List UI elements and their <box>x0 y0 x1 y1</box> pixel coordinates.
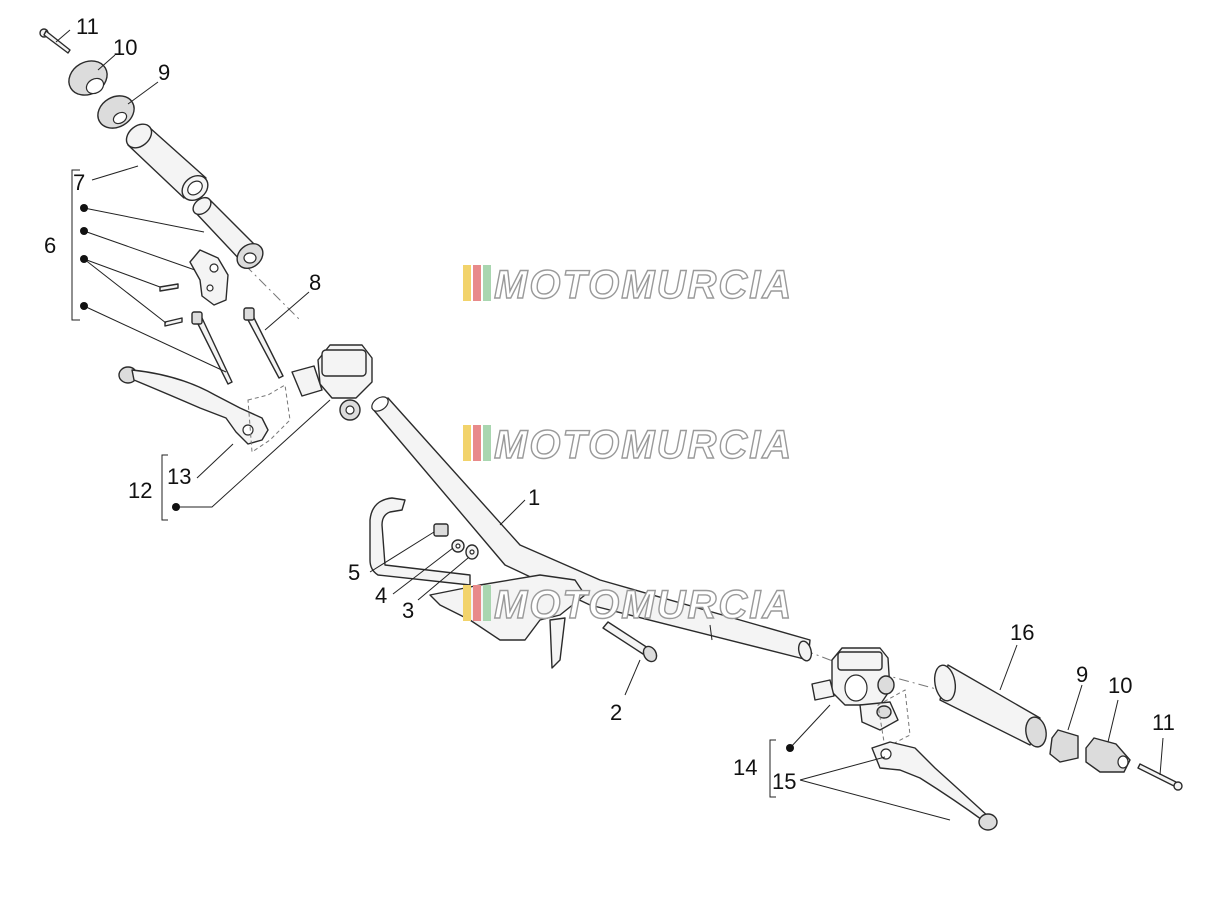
callout-10-right: 10 <box>1108 673 1132 698</box>
washer-3 <box>465 544 479 560</box>
callout-9-left: 9 <box>158 60 170 85</box>
spacer-9-right <box>1049 729 1079 763</box>
watermark-top: MOTOMURCIA <box>463 262 793 308</box>
callout-14: 14 <box>733 755 757 780</box>
throttle-tube <box>192 196 264 270</box>
svg-text:MOTOMURCIA: MOTOMURCIA <box>494 423 793 467</box>
throttle-housing <box>189 249 229 306</box>
callout-4: 4 <box>375 583 387 608</box>
screw-11-left <box>39 28 71 54</box>
grip-16-right <box>933 664 1047 748</box>
bar-end-weight-10-right <box>1085 737 1131 773</box>
brake-lever-left <box>118 366 291 453</box>
callout-6: 6 <box>44 233 56 258</box>
screw-small-a <box>159 283 179 292</box>
callout-7: 7 <box>73 170 85 195</box>
callout-3: 3 <box>402 598 414 623</box>
callout-11-left: 11 <box>76 14 99 39</box>
cable-8 <box>243 307 284 379</box>
bolt-2 <box>602 621 658 663</box>
callout-1: 1 <box>528 485 540 510</box>
bar-end-weight-10-left <box>68 60 108 96</box>
callout-13: 13 <box>167 464 191 489</box>
callout-numbers: 11 10 9 7 6 8 13 12 1 5 4 3 2 16 9 10 11… <box>44 14 1175 794</box>
callout-2: 2 <box>610 700 622 725</box>
watermark-bottom: MOTOMURCIA <box>463 582 793 628</box>
screw-11-right <box>1137 763 1183 791</box>
master-cylinder-right <box>811 647 899 731</box>
callout-10-left: 10 <box>113 35 137 60</box>
callout-11-right: 11 <box>1152 710 1175 735</box>
bracket-14 <box>769 739 776 798</box>
callout-8: 8 <box>309 270 321 295</box>
bracket-6 <box>71 169 80 321</box>
spacer-9-left <box>97 95 135 129</box>
bullet-dots <box>80 204 794 752</box>
grip-7-left <box>125 123 209 202</box>
nut-5 <box>433 523 449 537</box>
bracket-12 <box>161 454 168 521</box>
callout-15: 15 <box>772 769 796 794</box>
leader-lines <box>55 29 1164 821</box>
axis-line-upper <box>244 264 301 321</box>
svg-text:MOTOMURCIA: MOTOMURCIA <box>494 263 793 307</box>
callout-16: 16 <box>1010 620 1034 645</box>
cable-a <box>191 311 233 385</box>
svg-text:MOTOMURCIA: MOTOMURCIA <box>494 583 793 627</box>
callout-12: 12 <box>128 478 152 503</box>
callout-5: 5 <box>348 560 360 585</box>
watermark-middle: MOTOMURCIA <box>463 422 793 468</box>
washer-4 <box>451 539 465 553</box>
callout-9-right: 9 <box>1076 662 1088 687</box>
master-cylinder-left <box>291 344 373 421</box>
brake-lever-right <box>871 741 998 831</box>
screw-small-b <box>164 317 183 327</box>
